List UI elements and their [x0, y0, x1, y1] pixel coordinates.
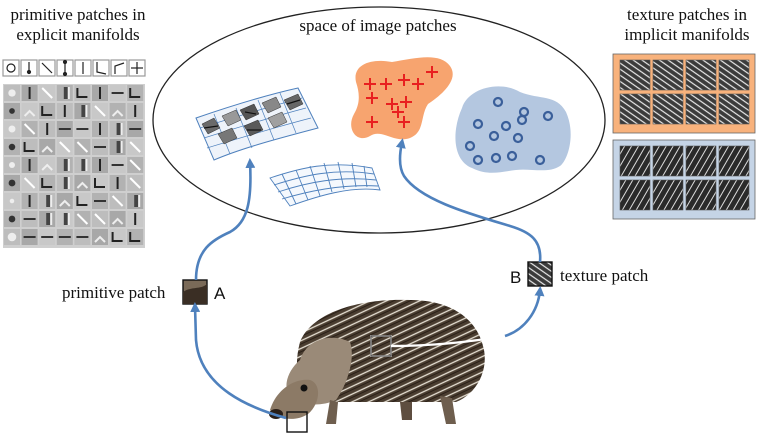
circle-markers — [464, 96, 554, 166]
texture-thumbnail — [685, 93, 717, 125]
texture-thumbnail — [718, 59, 750, 91]
circle-marker — [472, 154, 484, 166]
arrow-primitive-to-manifold — [194, 158, 256, 281]
texture-cluster-blue — [455, 86, 571, 173]
primitive-sketch-row — [2, 59, 146, 77]
arrow-texture-to-cluster — [395, 138, 542, 263]
texture-panel-orange — [612, 53, 756, 134]
plus-marker — [392, 106, 404, 118]
plus-marker — [398, 116, 410, 128]
texture-patch-label: texture patch — [560, 266, 649, 285]
right-title-line2: implicit manifolds — [624, 24, 750, 44]
plus-marker — [364, 78, 376, 90]
plus-marker — [426, 66, 438, 78]
plus-marker — [380, 78, 392, 90]
texture-thumbnail — [652, 59, 684, 91]
plus-markers — [364, 66, 438, 128]
right-panel-title: texture patches in implicit manifolds — [612, 5, 761, 44]
hedgehog-image — [269, 299, 485, 424]
plus-marker — [400, 96, 412, 108]
plus-marker — [398, 74, 410, 86]
texture-thumbnail — [652, 93, 684, 125]
texture-thumbnail — [619, 93, 651, 125]
explicit-manifold-sheet — [195, 87, 319, 161]
manifold-primitive-patches — [201, 93, 304, 145]
arrow-nose-to-primitive — [190, 302, 287, 420]
right-title-line1: texture patches in — [627, 5, 747, 24]
left-title-line2: explicit manifolds — [16, 24, 140, 44]
plus-marker — [366, 92, 378, 104]
texture-cluster-orange — [351, 57, 453, 140]
circle-marker — [500, 120, 512, 132]
left-panel-title: primitive patches in explicit manifolds — [3, 5, 153, 44]
primitive-patch-label: primitive patch — [62, 283, 166, 302]
texture-thumbnail — [685, 179, 717, 211]
texture-thumbnail — [718, 145, 750, 177]
primitive-patch-dictionary — [2, 59, 146, 248]
nose-patch-box — [286, 411, 308, 433]
circle-marker — [464, 140, 476, 152]
arrow-back-to-texture — [504, 286, 545, 338]
texture-thumbnail — [685, 59, 717, 91]
circle-marker — [534, 154, 546, 166]
circle-marker — [492, 96, 504, 108]
marker-b-label: B — [510, 268, 522, 287]
circle-marker — [488, 130, 500, 142]
texture-panel-blue — [612, 139, 756, 220]
texture-thumbnail — [685, 145, 717, 177]
texture-thumbnail — [619, 59, 651, 91]
texture-thumbnail — [718, 179, 750, 211]
texture-thumbnail — [652, 179, 684, 211]
texture-thumbnail — [619, 179, 651, 211]
texture-patch-thumbnail — [527, 261, 553, 287]
texture-grid-orange — [619, 59, 750, 125]
left-title-line1: primitive patches in — [10, 5, 146, 24]
circle-marker — [490, 152, 502, 164]
plus-marker — [412, 78, 424, 90]
primitive-patch-thumbnail — [182, 279, 208, 305]
patch-space-title: space of image patches — [299, 16, 457, 35]
circle-marker — [542, 110, 554, 122]
circle-marker — [506, 150, 518, 162]
marker-a-label: A — [214, 284, 226, 303]
circle-marker — [472, 118, 484, 130]
texture-grid-blue — [619, 145, 750, 211]
circle-marker — [512, 132, 524, 144]
texture-thumbnail — [619, 145, 651, 177]
texture-thumbnail — [718, 93, 750, 125]
plus-marker — [386, 98, 398, 110]
circle-marker — [518, 106, 530, 118]
texture-connector-line — [390, 334, 505, 348]
manifold-mesh — [269, 161, 381, 207]
plus-marker — [366, 116, 378, 128]
texture-thumbnail — [652, 145, 684, 177]
primitive-grid — [4, 85, 144, 245]
